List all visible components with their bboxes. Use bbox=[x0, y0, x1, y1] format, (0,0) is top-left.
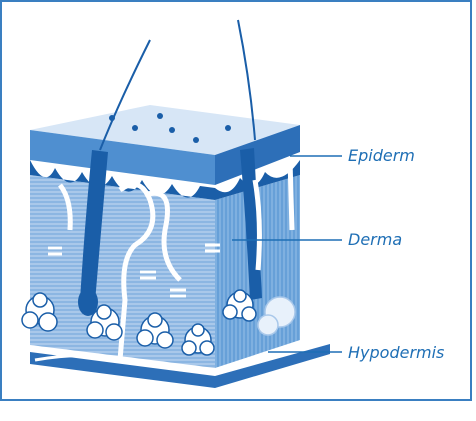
label-derma: Derma bbox=[348, 230, 402, 249]
label-epiderm: Epiderm bbox=[348, 146, 415, 165]
label-hypodermis: Hypodermis bbox=[348, 343, 444, 362]
